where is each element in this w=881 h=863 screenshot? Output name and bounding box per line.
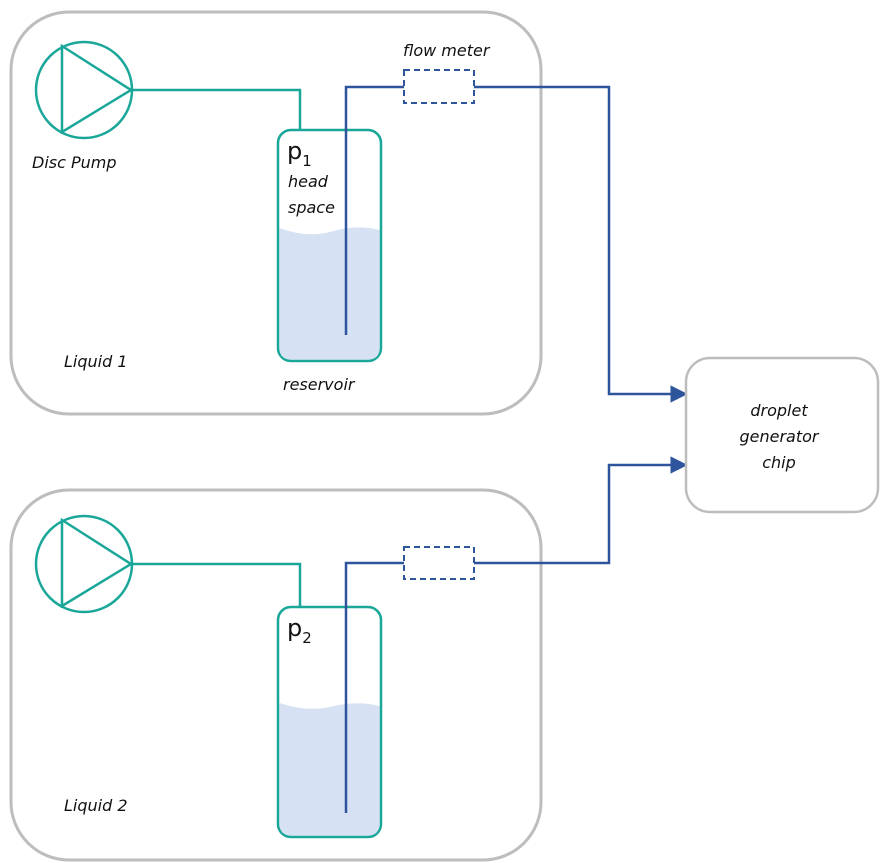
liquid-tube-1: [344, 85, 404, 335]
flow-meter-2: [403, 546, 475, 580]
pressure-2-subscript: 2: [302, 629, 312, 647]
pressure-2-label: p2: [287, 614, 312, 647]
flow-meter-1: [403, 69, 475, 104]
head-space-label-line1: head: [288, 172, 329, 191]
flow-meter-label: flow meter: [403, 41, 491, 60]
liquid-tube-2-to-chip: [474, 456, 688, 565]
liquid-tube-2: [344, 561, 404, 813]
reservoir-2: [276, 605, 383, 839]
pump-2-circle: [34, 514, 134, 614]
pump-1-triangle-icon: [60, 43, 134, 135]
pressure-2-symbol: p: [287, 614, 302, 642]
liquid-2-group-box: [9, 488, 543, 862]
air-tube-1: [131, 88, 302, 130]
pressure-1-symbol: p: [287, 137, 302, 165]
chip-label-line2: generator: [739, 427, 819, 446]
disc-pump-1: [34, 40, 134, 140]
air-tube-2: [131, 562, 302, 607]
chip-label-line3: chip: [762, 453, 796, 472]
reservoir-1: [276, 128, 383, 363]
droplet-generator-chip: [684, 356, 880, 514]
reservoir-1-liquid: [279, 227, 380, 360]
liquid-1-group-box: [9, 10, 543, 416]
pressure-1-label: p1: [287, 137, 312, 170]
disc-pump-2: [34, 514, 134, 614]
head-space-label-line2: space: [288, 198, 335, 217]
pump-2-triangle-icon: [60, 517, 134, 609]
pressure-1-subscript: 1: [302, 152, 312, 170]
disc-pump-label: Disc Pump: [32, 153, 117, 172]
liquid-tube-1-to-chip: [474, 85, 688, 403]
reservoir-2-liquid: [279, 703, 380, 836]
reservoir-label: reservoir: [283, 375, 356, 394]
liquid-2-label: Liquid 2: [64, 796, 128, 815]
pump-1-circle: [34, 40, 134, 140]
liquid-1-label: Liquid 1: [64, 352, 128, 371]
chip-label-line1: droplet: [750, 401, 808, 420]
